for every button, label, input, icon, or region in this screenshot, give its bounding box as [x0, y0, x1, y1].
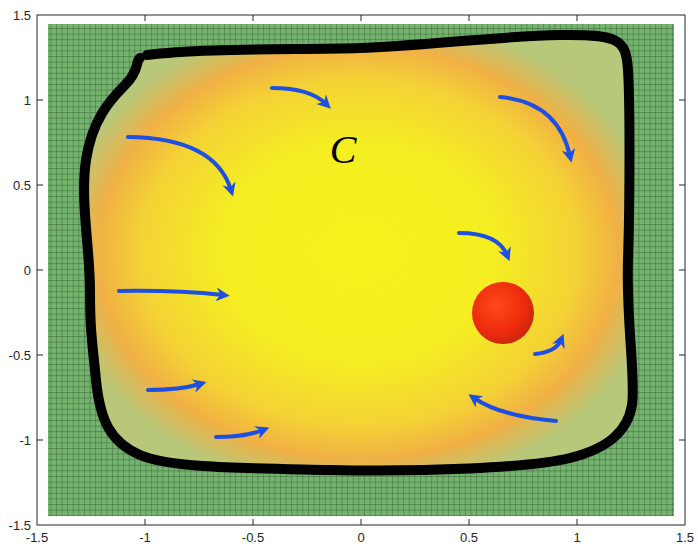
flow-arrow	[272, 88, 326, 104]
y-tick-label: 1.5	[13, 9, 31, 22]
flow-arrow	[474, 398, 556, 421]
region-boundary	[84, 35, 633, 471]
x-tick-label: 1	[573, 531, 580, 544]
region-fill	[84, 35, 633, 471]
x-ticks	[145, 519, 577, 525]
y-ticks	[37, 100, 43, 440]
y-tick-label: -1.5	[9, 519, 31, 532]
y-tick-label: 0.5	[13, 179, 31, 192]
axes-background	[37, 15, 685, 525]
flow-arrow	[119, 291, 223, 295]
y-tick-label: -1	[19, 434, 31, 447]
flow-arrow	[216, 430, 263, 437]
region-label: C	[330, 130, 357, 170]
x-tick-label: 0	[357, 531, 364, 544]
x-ticks-top	[145, 15, 577, 21]
y-tick-label: 0	[24, 264, 31, 277]
flow-arrow	[128, 137, 231, 190]
region-outline-svg	[78, 28, 642, 477]
y-tick-label: 1	[24, 94, 31, 107]
grid-field	[48, 24, 674, 516]
axes-box	[37, 15, 685, 525]
region-outline: C	[78, 28, 642, 477]
x-tick-label: 1.5	[676, 531, 694, 544]
flow-arrow	[459, 233, 507, 255]
red-obstacle	[472, 282, 534, 344]
x-tick-label: -0.5	[242, 531, 264, 544]
axis-ticks	[37, 10, 685, 525]
flow-arrow	[500, 97, 570, 156]
flow-arrow	[148, 384, 200, 390]
y-ticks-right	[679, 100, 685, 440]
x-tick-label: -1.5	[26, 531, 48, 544]
x-tick-label: 0.5	[460, 531, 478, 544]
flow-arrows	[119, 88, 570, 437]
x-tick-label: -1	[139, 531, 151, 544]
flow-arrow	[535, 340, 561, 354]
y-tick-label: -0.5	[9, 349, 31, 362]
